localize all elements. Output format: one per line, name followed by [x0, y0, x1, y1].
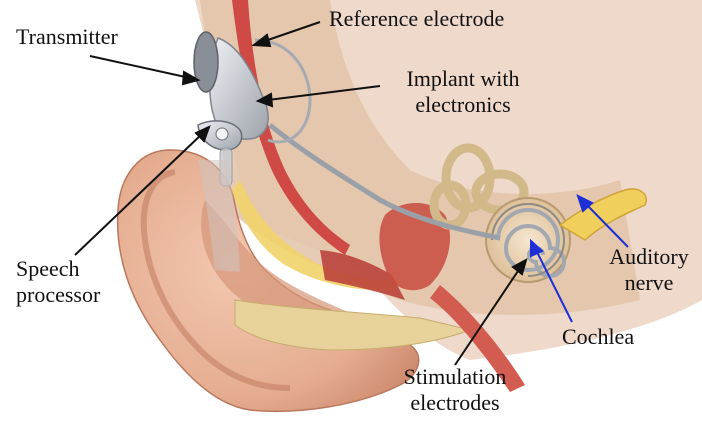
label-cochlea: Cochlea [562, 324, 634, 350]
label-implant-line1: Implant with [388, 66, 538, 92]
label-stimulation-line2: electrodes [380, 390, 530, 416]
label-transmitter: Transmitter [16, 24, 118, 50]
label-auditory-nerve: Auditory nerve [600, 244, 698, 296]
label-implant-line2: electronics [388, 92, 538, 118]
label-auditory-line2: nerve [600, 270, 698, 296]
label-stimulation-line1: Stimulation [380, 364, 530, 390]
label-implant-with-electronics: Implant with electronics [388, 66, 538, 118]
label-stimulation-electrodes: Stimulation electrodes [380, 364, 530, 416]
label-speech-processor: Speech processor [16, 256, 100, 308]
label-speech-line1: Speech [16, 256, 100, 282]
label-reference-electrode-text: Reference electrode [329, 6, 504, 31]
transmitter-coil [194, 32, 218, 92]
label-transmitter-text: Transmitter [16, 24, 118, 49]
label-speech-line2: processor [16, 282, 100, 308]
label-cochlea-text: Cochlea [562, 324, 634, 349]
label-auditory-line1: Auditory [600, 244, 698, 270]
label-reference-electrode: Reference electrode [329, 6, 504, 32]
